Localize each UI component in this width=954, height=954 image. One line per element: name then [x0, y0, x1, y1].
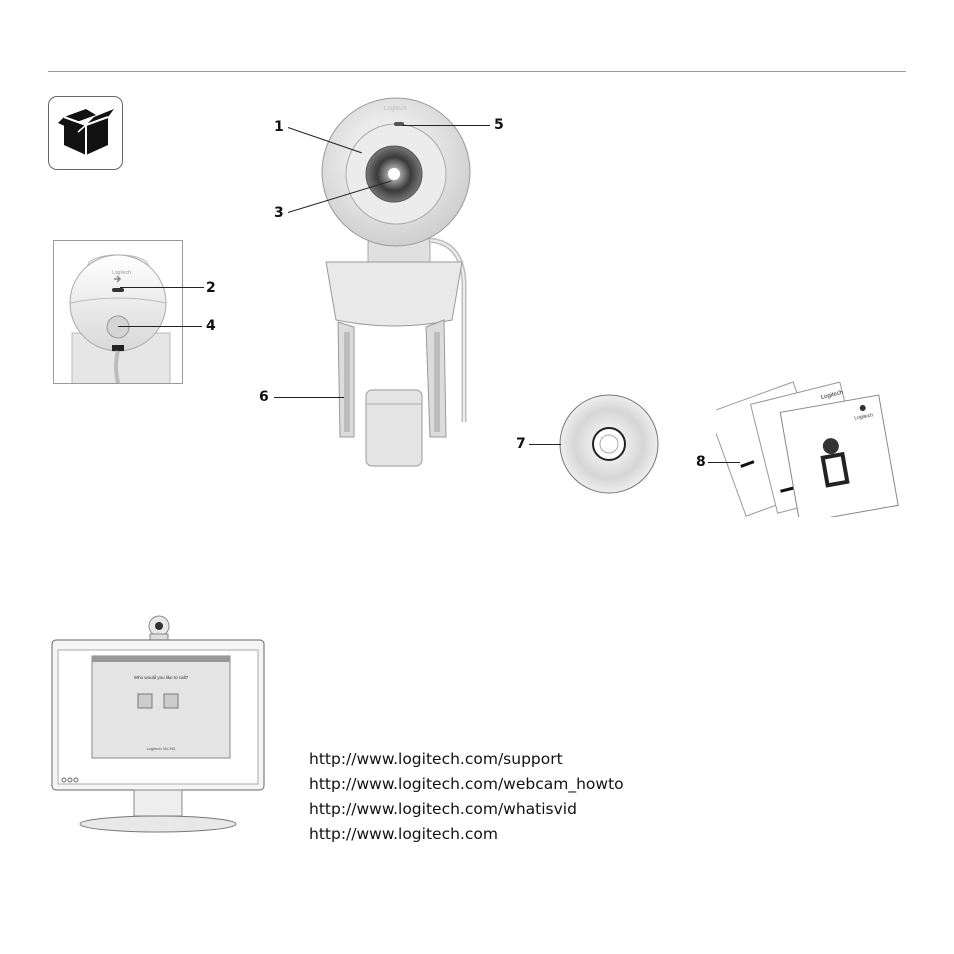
link-support[interactable]: http://www.logitech.com/support — [309, 747, 624, 772]
callout-2: 2 — [206, 281, 216, 295]
svg-text:Logitech: Logitech — [384, 106, 407, 112]
link-logitech[interactable]: http://www.logitech.com — [309, 822, 624, 847]
support-links: http://www.logitech.com/support http://w… — [309, 747, 624, 847]
callout-3: 3 — [274, 206, 284, 220]
link-whatisvid[interactable]: http://www.logitech.com/whatisvid — [309, 797, 624, 822]
leader-5 — [402, 125, 490, 126]
callout-8: 8 — [696, 455, 706, 469]
monitor-illustration: Who would you like to call? Logitech Vid… — [50, 612, 266, 838]
callout-4: 4 — [206, 319, 216, 333]
callout-1: 1 — [274, 120, 284, 134]
link-webcam-howto[interactable]: http://www.logitech.com/webcam_howto — [309, 772, 624, 797]
webcam-back-inset: Logitech — [53, 240, 183, 384]
webcam-front-illustration: Logitech — [316, 92, 486, 476]
callout-6: 6 — [259, 390, 269, 404]
leader-8 — [708, 462, 740, 463]
documentation-illustration: Logitech Logitech — [716, 372, 906, 521]
open-box-icon — [48, 96, 123, 170]
svg-text:Logitech: Logitech — [112, 270, 131, 276]
leader-4 — [118, 326, 202, 327]
leader-6 — [274, 397, 344, 398]
callout-7: 7 — [516, 437, 526, 451]
monitor-footer-text: Logitech Vid HD — [147, 746, 176, 751]
monitor-call-prompt: Who would you like to call? — [134, 675, 189, 680]
leader-7 — [529, 444, 561, 445]
callout-5: 5 — [494, 118, 504, 132]
leader-2 — [120, 287, 204, 288]
software-cd-illustration — [558, 393, 660, 499]
top-divider — [48, 71, 906, 72]
